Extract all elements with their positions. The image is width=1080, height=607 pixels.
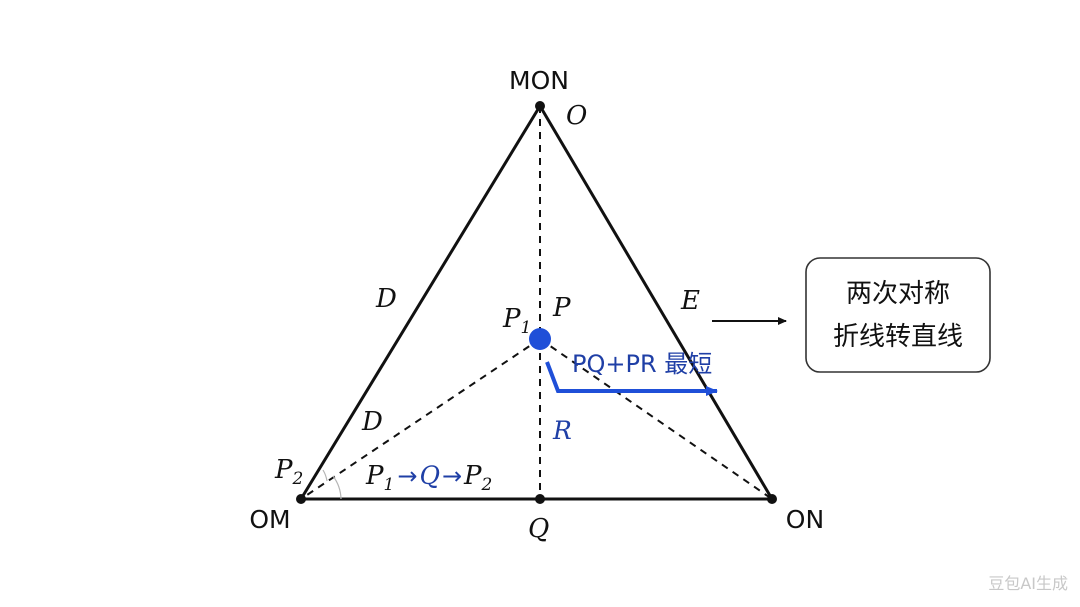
label-e: E xyxy=(680,286,700,316)
label-d-upper: D xyxy=(375,284,397,314)
angle-arc-2 xyxy=(322,469,328,482)
vertex-dot-left xyxy=(296,494,306,504)
callout-line-2: 折线转直线 xyxy=(833,322,963,352)
angle-arc xyxy=(332,475,342,500)
label-p2: P2 xyxy=(274,455,303,489)
callout-line-1: 两次对称 xyxy=(846,279,950,309)
vertex-label-om: OM xyxy=(249,505,290,534)
blue-path-arrow xyxy=(545,361,718,396)
label-r: R xyxy=(552,416,572,445)
label-o: O xyxy=(566,101,587,131)
point-p xyxy=(529,328,551,350)
watermark: 豆包AI生成 xyxy=(988,574,1068,593)
label-q: Q xyxy=(528,514,549,544)
shortest-label: PQ+PR 最短 xyxy=(572,350,712,378)
label-p1: P1 xyxy=(502,304,531,338)
path-label: P1→Q→P2 xyxy=(365,461,492,495)
callout-box xyxy=(805,257,991,373)
q-dot xyxy=(535,494,545,504)
vertex-label-mon: MON xyxy=(509,66,569,95)
side-right xyxy=(538,105,774,500)
label-d-lower: D xyxy=(361,407,383,437)
side-left xyxy=(299,105,542,500)
vertex-dot-top xyxy=(535,101,545,111)
vertex-label-on: ON xyxy=(786,505,824,534)
dashed-p-to-om xyxy=(300,338,541,500)
dashed-p-to-on xyxy=(539,338,773,500)
vertex-dot-right xyxy=(767,494,777,504)
label-p: P xyxy=(552,293,571,323)
